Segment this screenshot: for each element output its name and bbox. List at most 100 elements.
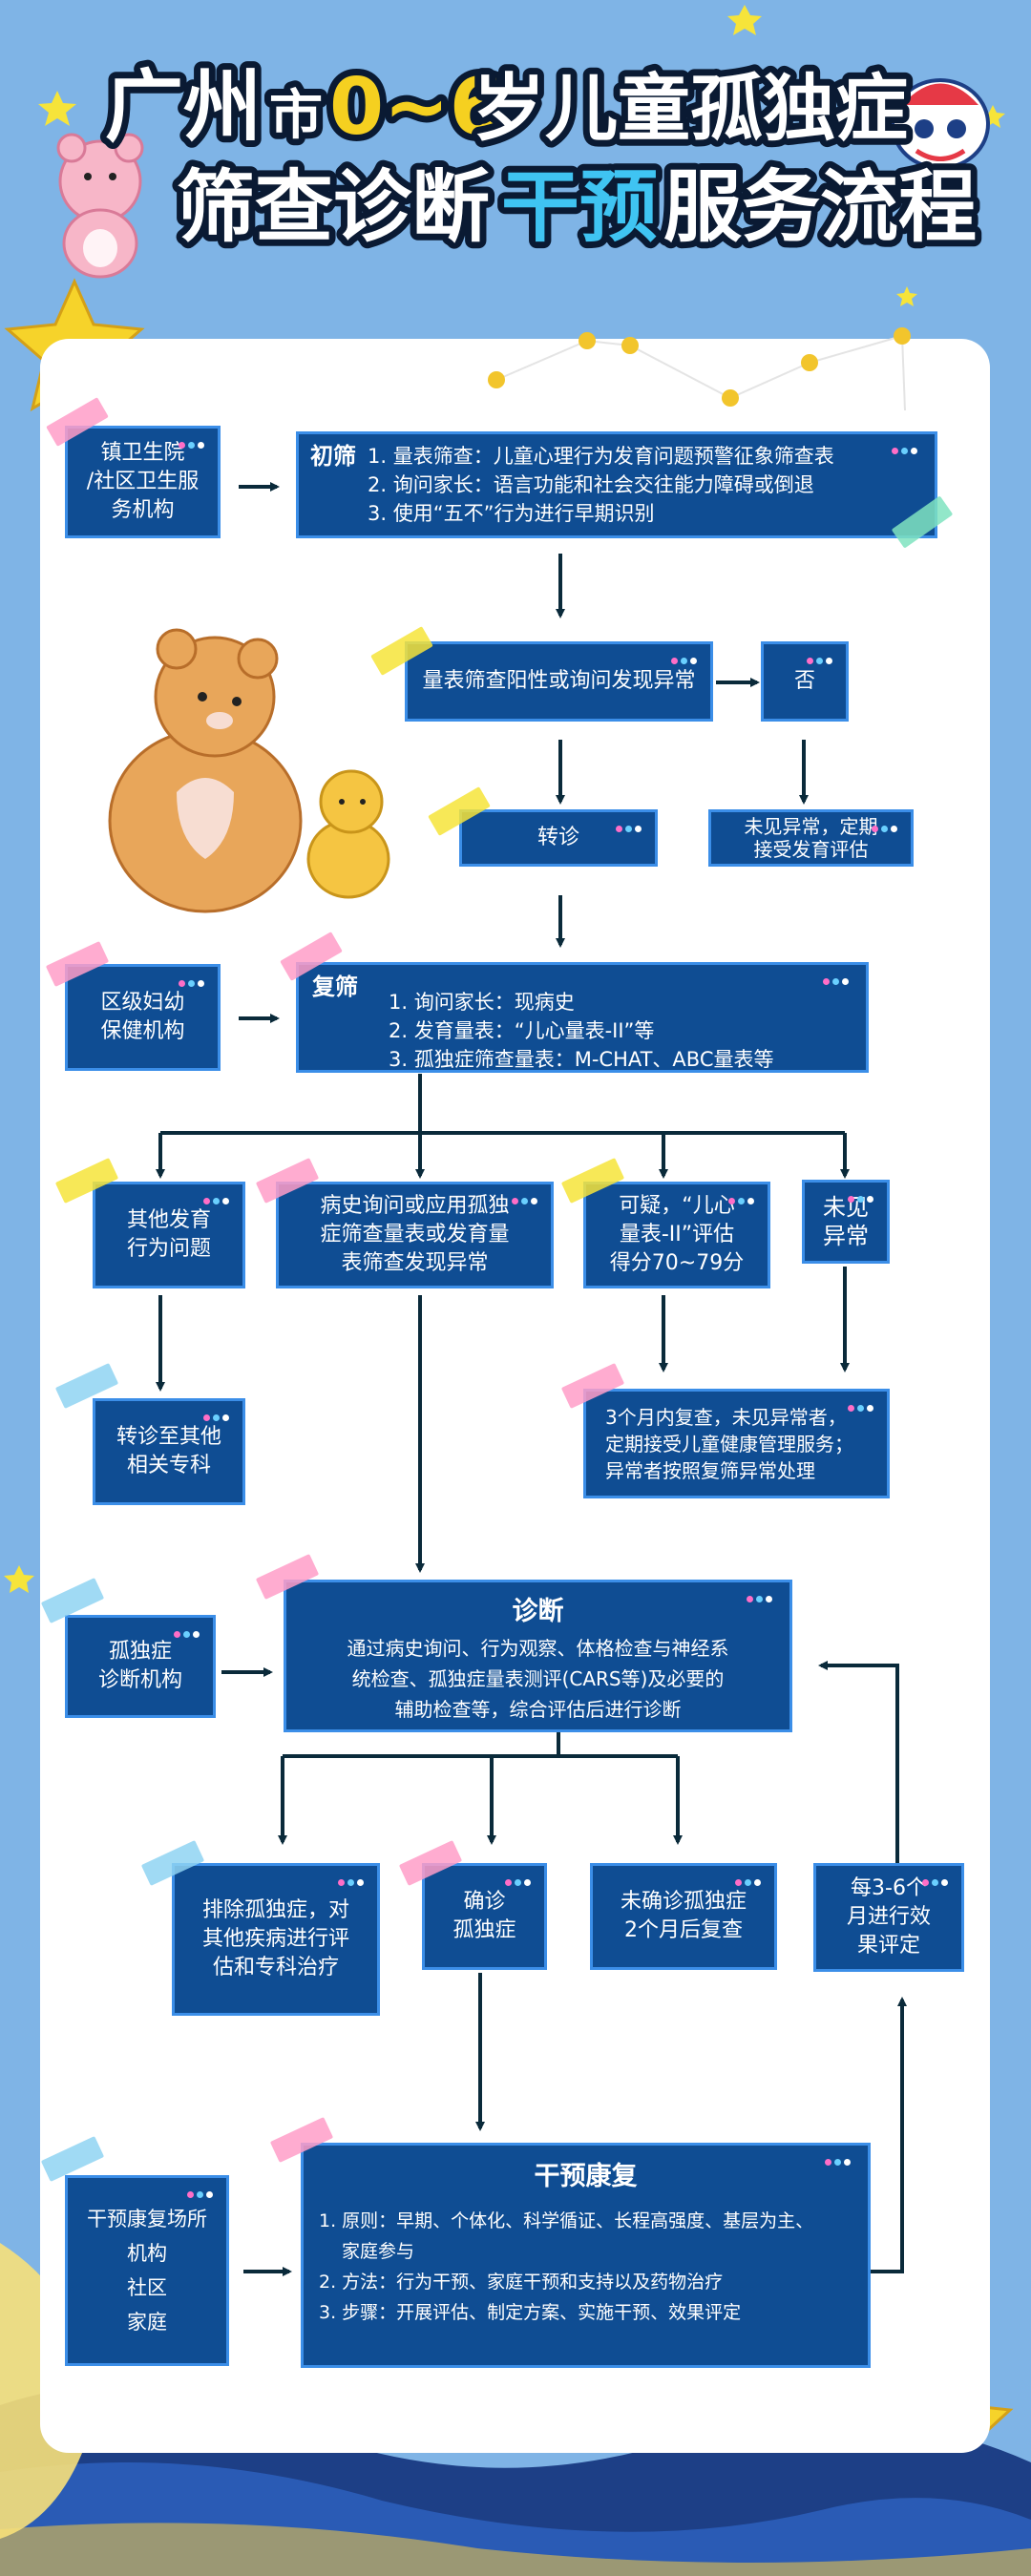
no-box: 否: [761, 641, 849, 722]
pink-bear-icon: [56, 133, 144, 279]
screening-item: 2. 询问家长：语言功能和社会交往能力障碍或倒退: [368, 473, 814, 496]
org-line: 务机构: [111, 498, 175, 522]
decor-dots: [331, 1872, 368, 1886]
rehab-item: 1. 原则：早期、个体化、科学循证、长程高强度、基层为主、: [319, 2210, 814, 2231]
decor-dots: [728, 1872, 765, 1886]
branch-line: 未确诊孤独症: [620, 1890, 747, 1914]
recheck-box: 3个月内复查，未见异常者， 定期接受儿童健康管理服务； 异常者按照复筛异常处理: [583, 1389, 890, 1498]
org-line: 家庭: [127, 2311, 167, 2334]
other-dev-issues-box: 其他发育 行为问题: [93, 1182, 245, 1288]
decor-dots: [820, 971, 856, 985]
normal-line: 接受发育评估: [753, 838, 869, 861]
org-line: 机构: [127, 2242, 167, 2265]
normal-result-box: 未见异常，定期 接受发育评估: [708, 809, 914, 867]
decor-dots: [800, 650, 836, 664]
star-icon: [727, 5, 762, 35]
decor-dots: [498, 1872, 535, 1886]
org-line: 干预康复场所: [87, 2208, 207, 2230]
normal-line: 未见异常，定期: [744, 815, 878, 838]
branch-line: 2个月后复查: [624, 1918, 743, 1942]
screening-item: 3. 使用“五不”行为进行早期识别: [368, 502, 655, 525]
recheck-line: 3个月内复查，未见异常者，: [605, 1405, 847, 1429]
branch-line: 转诊至其他: [116, 1425, 221, 1449]
title-line2-highlight: 干预: [501, 162, 658, 253]
org-autism-diagnosis: 孤独症 诊断机构: [65, 1615, 216, 1718]
positive-result-box: 量表筛查阳性或询问发现异常: [405, 641, 713, 722]
org-line: 孤独症: [108, 1640, 172, 1664]
title-line1-part1: 广州: [105, 62, 262, 153]
decor-dots: [172, 973, 208, 987]
branch-line: 其他发育: [126, 1208, 211, 1232]
branch-line: 异常: [823, 1223, 869, 1249]
diagnosis-title: 诊断: [512, 1597, 564, 1626]
title-line1-part2: 市: [269, 85, 323, 147]
exclude-autism-box: 排除孤独症，对 其他疾病进行评 估和专科治疗: [172, 1863, 380, 2016]
org-township-health-center: 镇卫生院 /社区卫生服 务机构: [65, 426, 221, 538]
decor-dots: [197, 1190, 233, 1204]
diagnosis-line: 辅助检查等，综合评估后进行诊断: [394, 1698, 682, 1721]
constellation-decoration: [495, 334, 906, 411]
page-title: 广州 市 0~6 岁儿童孤独症 筛查诊断 干预 服务流程: [56, 55, 990, 279]
confirmed-autism-box: 确诊 孤独症: [422, 1863, 547, 1970]
decor-dots: [505, 1190, 541, 1204]
branch-line: 相关专科: [126, 1454, 211, 1477]
no-abnormality-box: 未见 异常: [802, 1180, 890, 1264]
branch-line: 果评定: [856, 1934, 920, 1958]
org-line: 区级妇幼: [100, 991, 185, 1015]
rehab-title: 干预康复: [534, 2162, 638, 2191]
decor-dots: [167, 1623, 203, 1638]
rescreening-box: 复筛 1. 询问家长：现病史 2. 发育量表：“儿心量表-II”等 3. 孤独症…: [296, 962, 869, 1073]
decor-dots: [664, 650, 701, 664]
branch-line: 估和专科治疗: [212, 1956, 339, 1979]
org-rehab-places: 干预康复场所 机构 社区 家庭: [65, 2175, 229, 2366]
decor-dots: [822, 2151, 858, 2166]
title-line1-part4: 岁儿童孤独症: [473, 66, 908, 151]
title-line2-part3: 服务流程: [663, 162, 977, 253]
branch-line: 行为问题: [126, 1237, 211, 1261]
branch-line: 确诊: [463, 1890, 506, 1914]
decor-dots: [609, 818, 645, 832]
title-line2-part1: 筛查诊断: [177, 162, 490, 253]
decor-dots: [915, 1872, 952, 1886]
recheck-line: 定期接受儿童健康管理服务；: [605, 1432, 853, 1456]
branch-line: 排除孤独症，对: [201, 1898, 349, 1922]
branch-line: 其他疾病进行评: [201, 1927, 349, 1951]
positive-text: 量表筛查阳性或询问发现异常: [422, 669, 696, 693]
lion-dance-mascot-icon: [891, 78, 990, 170]
rehab-item: 2. 方法：行为干预、家庭干预和支持以及药物治疗: [319, 2272, 724, 2293]
decor-dots: [180, 2184, 217, 2198]
branch-line: 孤独症: [452, 1918, 516, 1942]
org-line: 保健机构: [100, 1019, 185, 1043]
star-icon: [896, 286, 917, 306]
diagnosis-box: 诊断 通过病史询问、行为观察、体格检查与神经系 统检查、孤独症量表测评(CARS…: [284, 1580, 792, 1732]
star-icon: [38, 91, 76, 126]
stage-label: 初筛: [310, 443, 356, 470]
rescreen-item: 3. 孤独症筛查量表：M-CHAT、ABC量表等: [389, 1048, 774, 1071]
decor-dots: [841, 1188, 877, 1203]
initial-screening-box: 初筛 1. 量表筛查：儿童心理行为发育问题预警征象筛查表 2. 询问家长：语言功…: [296, 431, 937, 538]
effect-evaluation-box: 每3-6个 月进行效 果评定: [813, 1863, 964, 1972]
decor-dots: [889, 440, 925, 454]
decor-dots: [744, 1588, 780, 1602]
refer-text: 转诊: [537, 826, 579, 849]
rescreen-item: 1. 询问家长：现病史: [389, 991, 575, 1014]
org-line: 社区: [127, 2276, 167, 2299]
branch-line: 每3-6个: [851, 1876, 927, 1900]
doubtful-score-box: 可疑，“儿心 量表-II”评估 得分70~79分: [583, 1182, 770, 1288]
decor-dots: [865, 818, 901, 832]
branch-line: 量表-II”评估: [619, 1223, 735, 1246]
branch-line: 病史询问或应用孤独: [320, 1194, 510, 1218]
diagnosis-line: 通过病史询问、行为观察、体格检查与神经系: [347, 1637, 729, 1660]
stage-label: 复筛: [312, 974, 358, 1000]
branch-line: 表筛查发现异常: [341, 1251, 489, 1275]
org-line: 诊断机构: [97, 1668, 182, 1692]
decor-dots: [841, 1397, 877, 1412]
diagnosis-line: 统检查、孤独症量表测评(CARS等)及必要的: [351, 1667, 725, 1690]
intervention-rehab-box: 干预康复 1. 原则：早期、个体化、科学循证、长程高强度、基层为主、 家庭参与 …: [301, 2143, 871, 2368]
title-line1-age: 0~6: [329, 62, 504, 153]
decor-dots: [722, 1190, 758, 1204]
suspected-autism-box: 病史询问或应用孤独 症筛查量表或发育量 表筛查发现异常: [276, 1182, 554, 1288]
branch-line: 月进行效: [846, 1905, 931, 1929]
rescreen-item: 2. 发育量表：“儿心量表-II”等: [389, 1019, 655, 1042]
org-line: 镇卫生院: [100, 441, 185, 465]
